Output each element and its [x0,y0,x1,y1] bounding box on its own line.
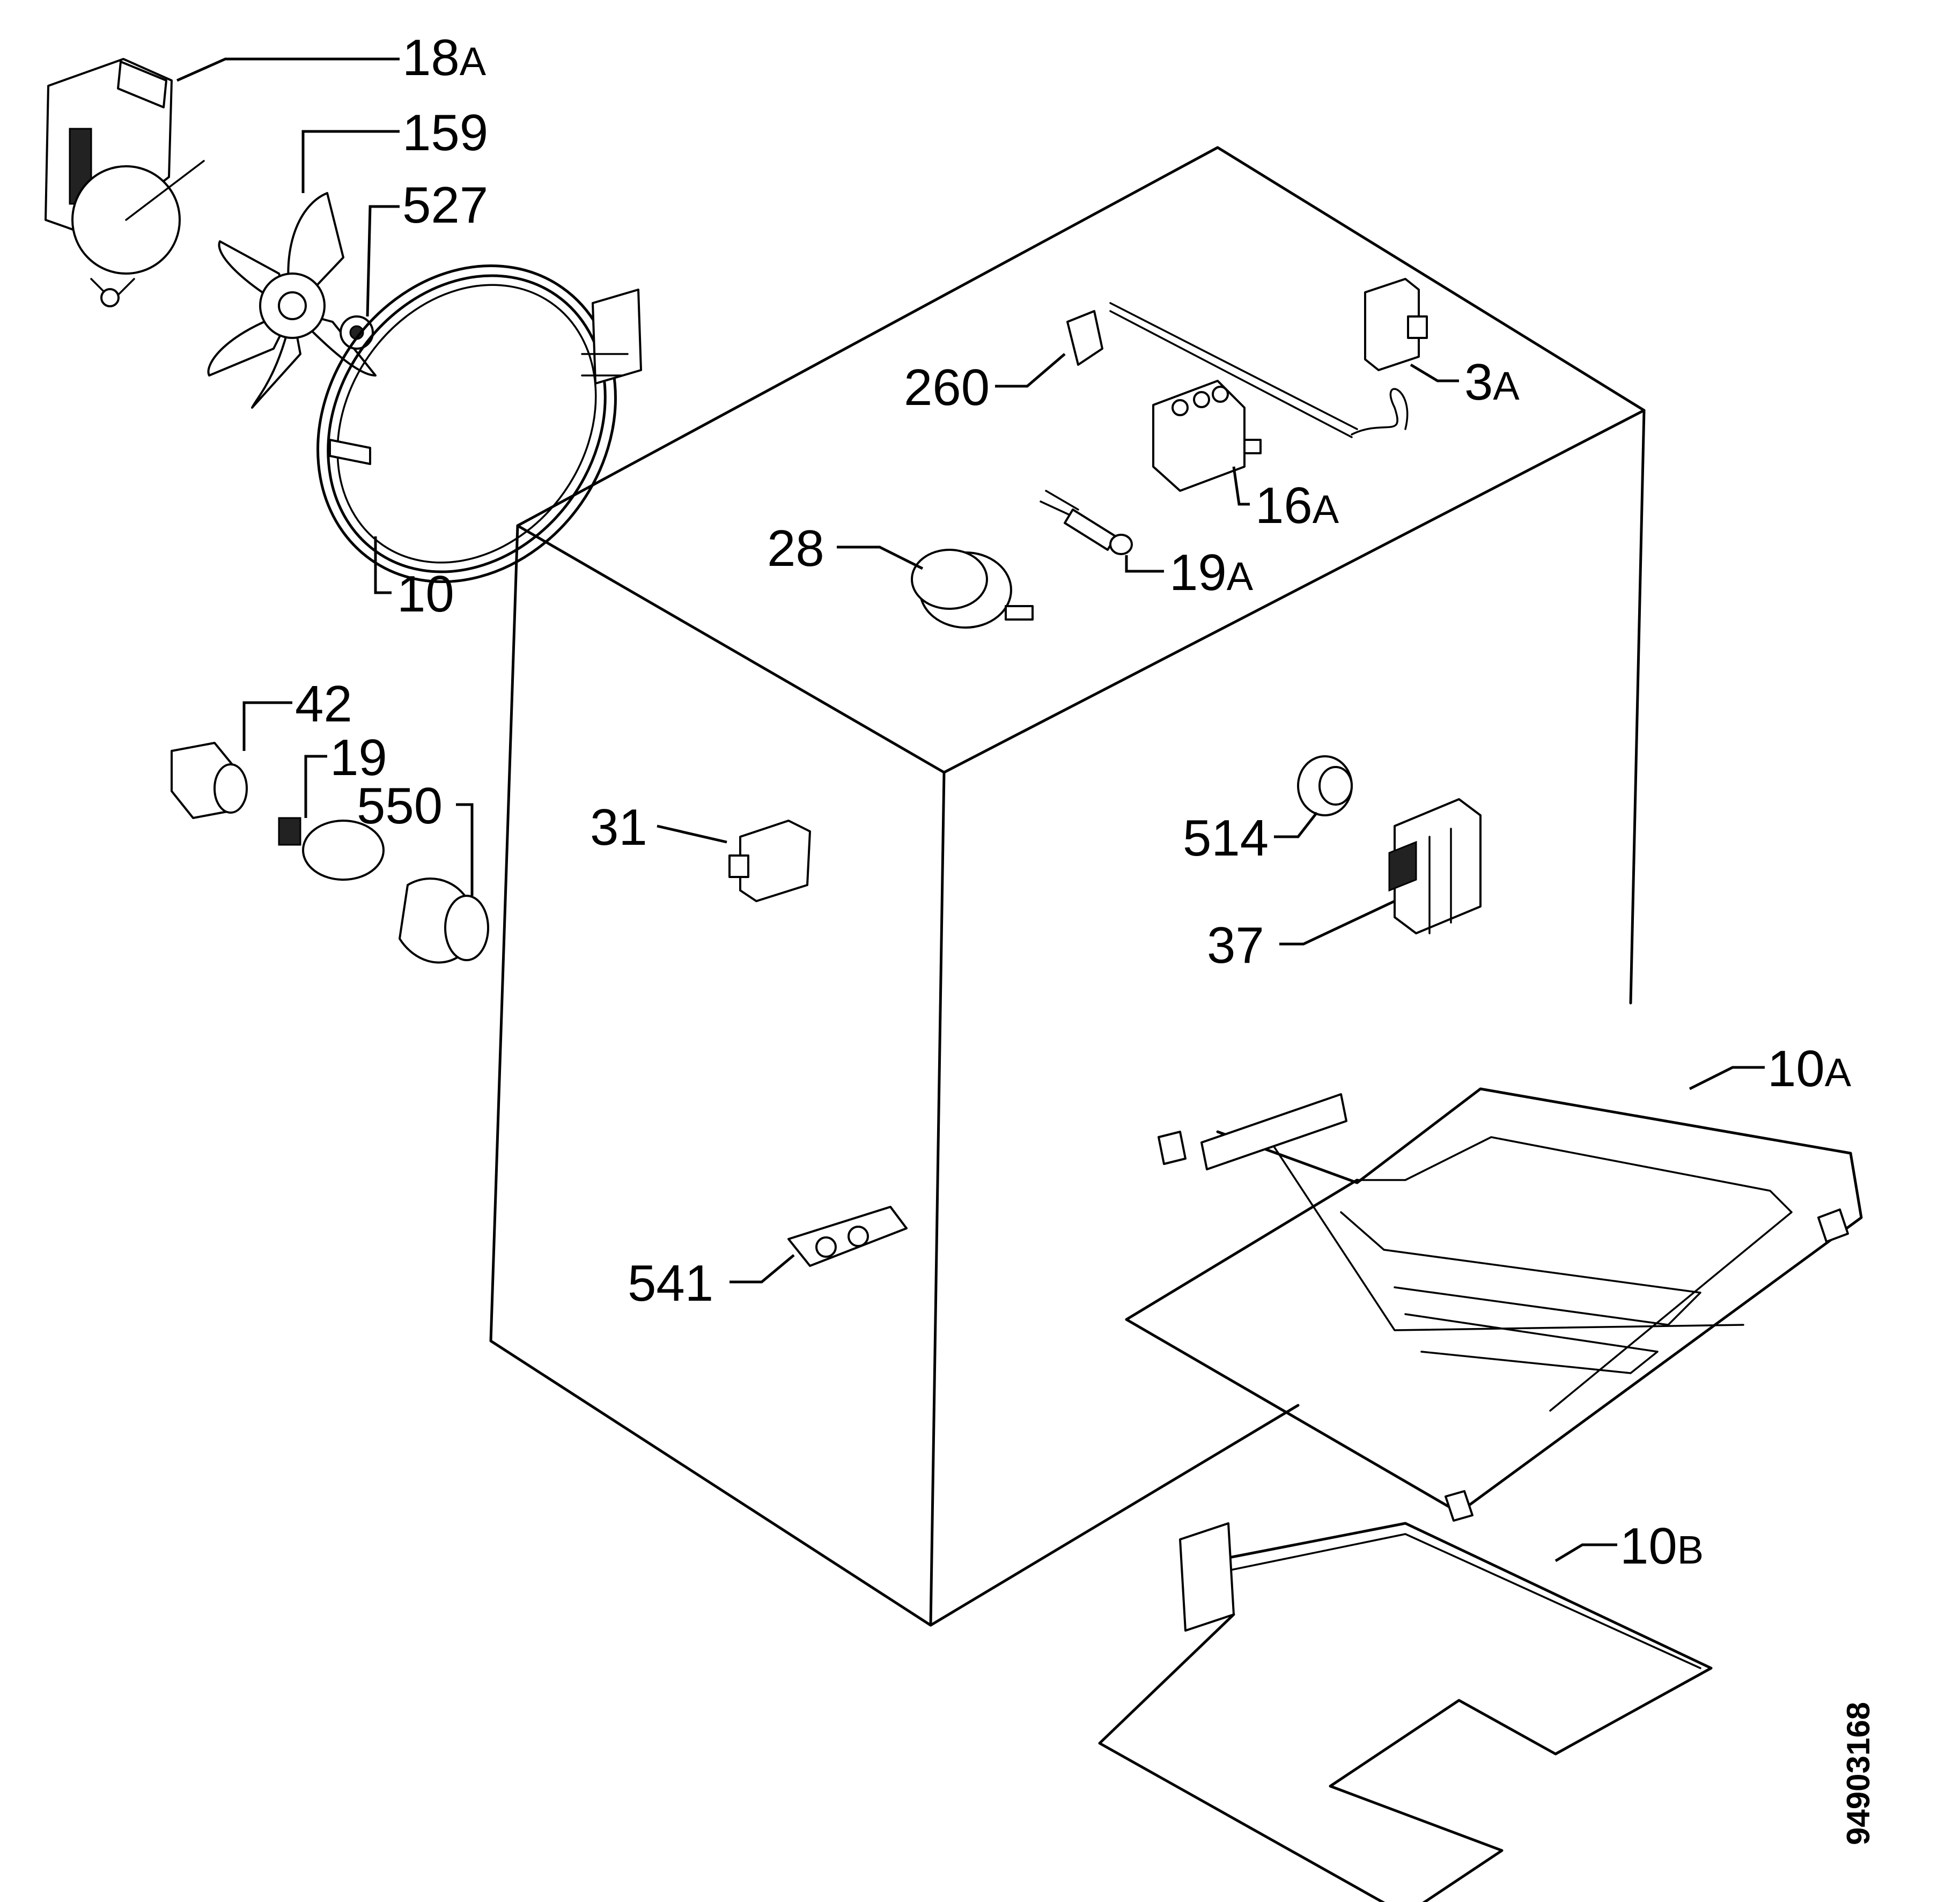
fan-blade-part [207,192,377,409]
callout-541: 541 [628,1255,713,1312]
grommet-part [1297,755,1353,816]
callout-31: 31 [590,799,647,856]
selector-switch-part [1152,380,1262,492]
rotary-switch-part [911,549,1034,629]
callout-159: 159 [402,104,488,161]
callout-3a: 3A [1464,353,1520,411]
lamp-holder-part [171,742,248,819]
callout-16a: 16A [1255,477,1339,534]
leader-lines [176,57,1765,1562]
oven-cavity-box [489,146,1646,1627]
callout-19a: 19A [1169,544,1254,601]
callout-550: 550 [357,777,443,835]
lamp-cover-part [399,878,489,964]
terminal-block-part [1388,798,1482,934]
callout-19: 19 [330,729,387,786]
callout-10: 10 [397,565,454,623]
clip-part [1066,310,1103,366]
circular-heating-element-part [316,264,642,583]
callout-260: 260 [904,359,990,416]
nut-part [340,315,374,350]
callout-10b: 10B [1620,1517,1704,1575]
connector-block-part [728,820,811,902]
callout-18a: 18A [402,29,487,86]
callout-42: 42 [295,675,352,733]
callout-labels: 18A 159 527 10 260 3A 16A 28 19A 42 19 5… [295,29,1852,1575]
callout-514: 514 [1183,809,1269,867]
thermostat-part [1109,278,1428,438]
callout-10a: 10A [1767,1040,1852,1097]
terminal-strip-part [787,1206,908,1267]
light-bulb-part [278,817,385,881]
document-number: 94903168 [1840,1702,1876,1845]
fan-motor-part [45,58,205,307]
bottom-heating-element-part [1098,1522,1713,1902]
callout-527: 527 [402,176,488,234]
indicator-lamp-part [1040,490,1133,555]
top-heating-element-part [1125,1087,1863,1522]
callout-37: 37 [1207,917,1264,974]
callout-28: 28 [767,520,824,577]
